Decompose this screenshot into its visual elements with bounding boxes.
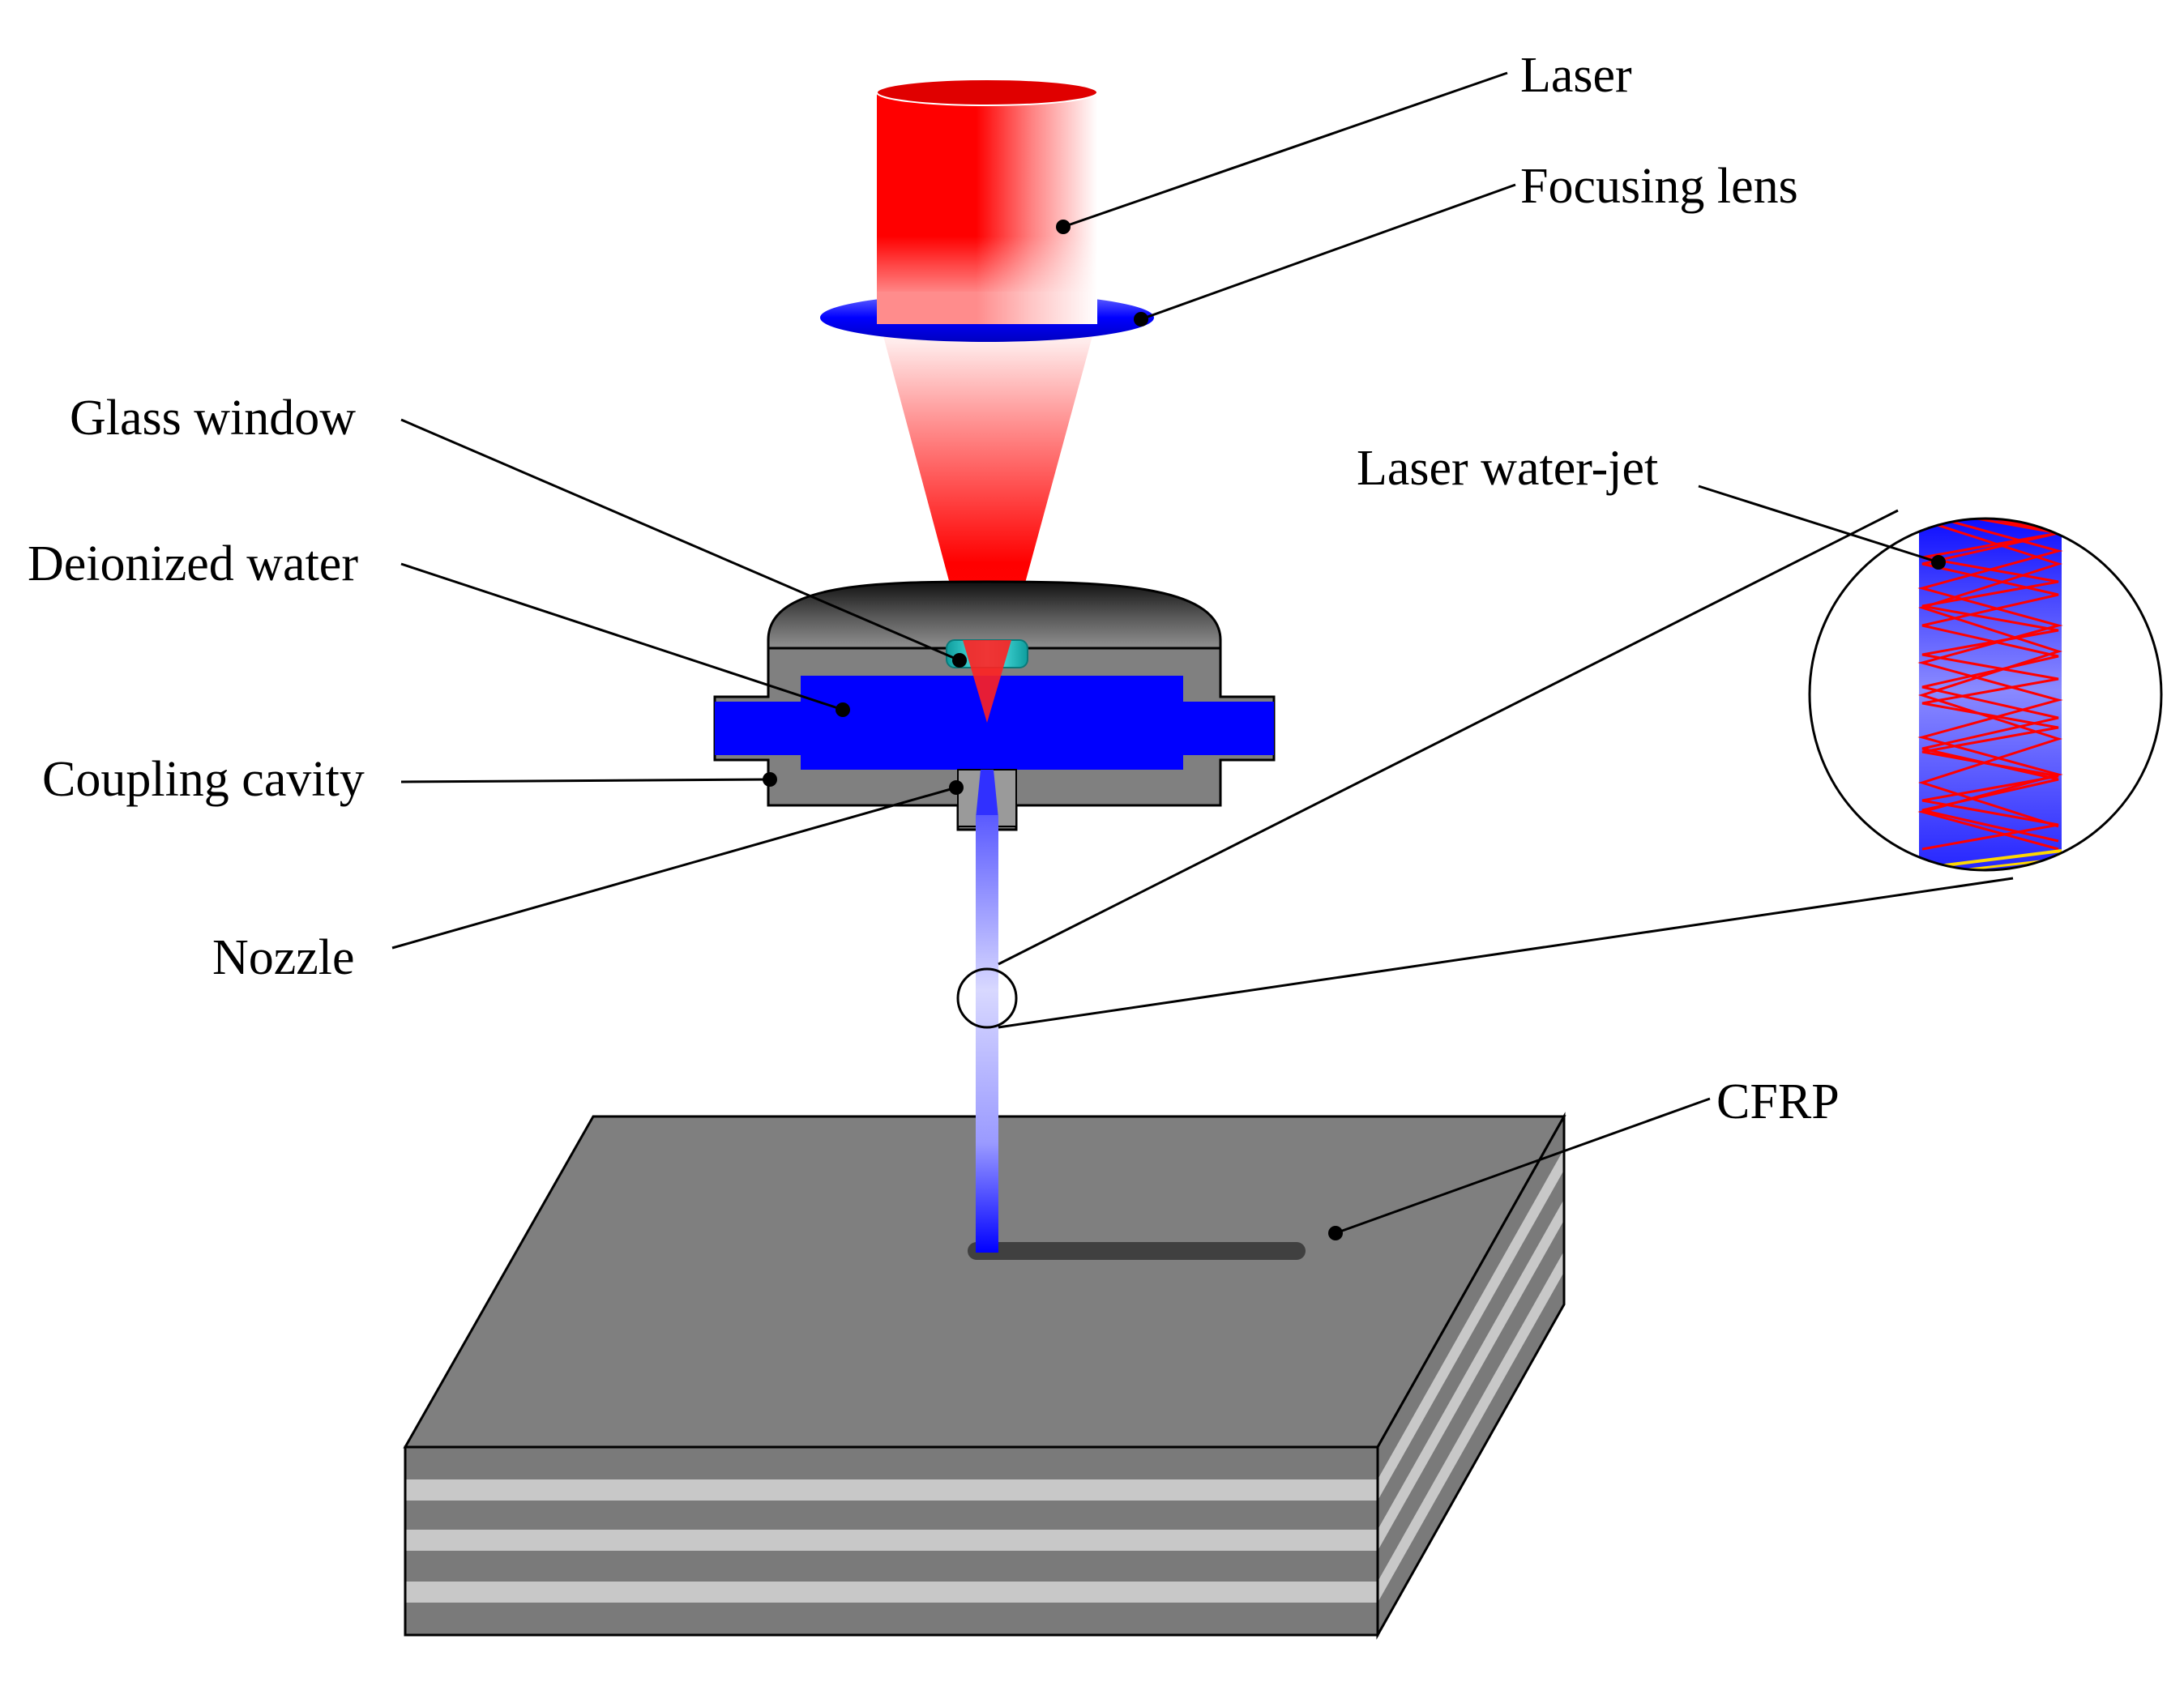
zoomed-jet: [1917, 519, 2063, 870]
label-cfrp: CFRP: [1716, 1074, 1840, 1129]
cfrp-workpiece: [403, 1112, 1566, 1640]
water-chamber: [715, 676, 1274, 770]
label-focusing-lens: Focusing lens: [1520, 159, 1798, 214]
label-coupling-cavity: Coupling cavity: [42, 752, 365, 807]
laser-beam: [820, 79, 1154, 723]
cavity-dome: [767, 580, 1222, 650]
focused-laser-cone: [880, 324, 1096, 723]
magnifier: [956, 509, 2163, 1029]
label-deionized-water: Deionized water: [28, 536, 358, 591]
water-jet: [976, 770, 998, 1253]
cfrp-front-face: [404, 1445, 1379, 1637]
label-glass-window: Glass window: [70, 391, 356, 446]
cfrp-side-face: [1376, 1112, 1566, 1640]
leaders: [391, 71, 1946, 1240]
label-nozzle: Nozzle: [212, 930, 355, 985]
coupling-cavity: [713, 580, 1276, 831]
label-laser-water-jet: Laser water-jet: [1357, 441, 1658, 496]
water-jet-stream: [976, 815, 998, 1253]
magnifier-source-circle: [956, 967, 1018, 1029]
labels: Laser Focusing lens Glass window Deioniz…: [28, 48, 1840, 1129]
label-laser: Laser: [1520, 48, 1632, 103]
magnifier-zoom-circle: [1808, 517, 2163, 872]
